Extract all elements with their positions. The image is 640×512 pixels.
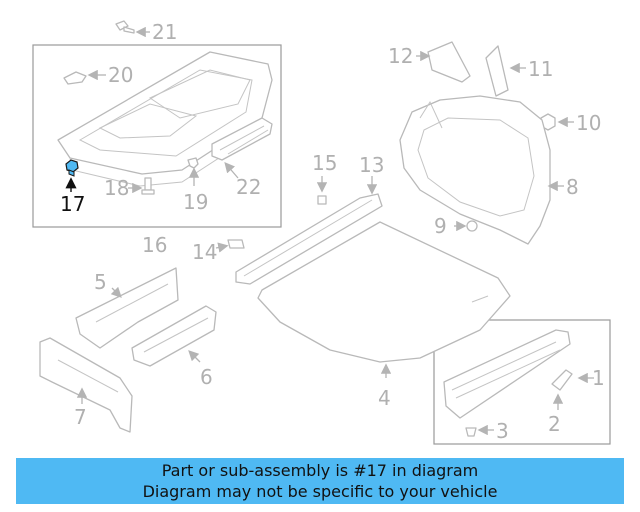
- callout-4: 4: [378, 386, 391, 410]
- callout-12: 12: [388, 44, 413, 68]
- callout-6: 6: [200, 365, 213, 389]
- banner-line-2: Diagram may not be specific to your vehi…: [142, 482, 498, 501]
- part-9-clip[interactable]: [466, 220, 478, 232]
- assembly-1-frame: [433, 319, 611, 445]
- part-12-trim[interactable]: [427, 41, 471, 83]
- part-18-bolt[interactable]: [141, 177, 155, 195]
- callout-2: 2: [548, 412, 561, 436]
- banner-line-1: Part or sub-assembly is #17 in diagram: [161, 461, 479, 480]
- part-17-highlighted[interactable]: [65, 159, 79, 177]
- callout-10: 10: [576, 111, 601, 135]
- part-11-trim[interactable]: [485, 45, 509, 97]
- part-14-clip[interactable]: [227, 239, 245, 249]
- part-4-trunk-floor-mat[interactable]: [257, 221, 511, 363]
- part-20-clip[interactable]: [63, 71, 87, 85]
- callout-17: 17: [60, 192, 85, 216]
- part-19-clip[interactable]: [187, 157, 199, 169]
- callout-22: 22: [236, 175, 261, 199]
- part-2-clip[interactable]: [551, 369, 573, 391]
- part-22-bracket[interactable]: [211, 117, 273, 161]
- callout-15: 15: [312, 151, 337, 175]
- callout-9: 9: [434, 214, 447, 238]
- part-15-screw[interactable]: [317, 195, 327, 205]
- part-info-banner: Part or sub-assembly is #17 in diagram D…: [16, 458, 624, 504]
- part-8-side-trim-panel[interactable]: [399, 95, 551, 245]
- callout-3: 3: [496, 419, 509, 443]
- part-3-clip[interactable]: [465, 427, 477, 437]
- callout-1: 1: [592, 366, 605, 390]
- part-13-sill-plate[interactable]: [235, 193, 383, 285]
- part-7-panel[interactable]: [39, 337, 133, 433]
- callout-5: 5: [94, 270, 107, 294]
- callout-16: 16: [142, 233, 167, 257]
- part-1-scuff-plate[interactable]: [443, 329, 571, 419]
- assembly-16-frame: [32, 44, 282, 228]
- callout-18: 18: [104, 176, 129, 200]
- callout-13: 13: [359, 153, 384, 177]
- part-21-bolt[interactable]: [115, 20, 135, 34]
- callout-21: 21: [152, 20, 177, 44]
- callout-8: 8: [566, 175, 579, 199]
- callout-7: 7: [74, 405, 87, 429]
- callout-11: 11: [528, 57, 553, 81]
- callout-20: 20: [108, 63, 133, 87]
- part-16-package-tray[interactable]: [57, 51, 273, 187]
- part-6-panel[interactable]: [131, 305, 217, 367]
- part-5-panel[interactable]: [75, 267, 179, 349]
- callout-14: 14: [192, 240, 217, 264]
- callout-19: 19: [183, 190, 208, 214]
